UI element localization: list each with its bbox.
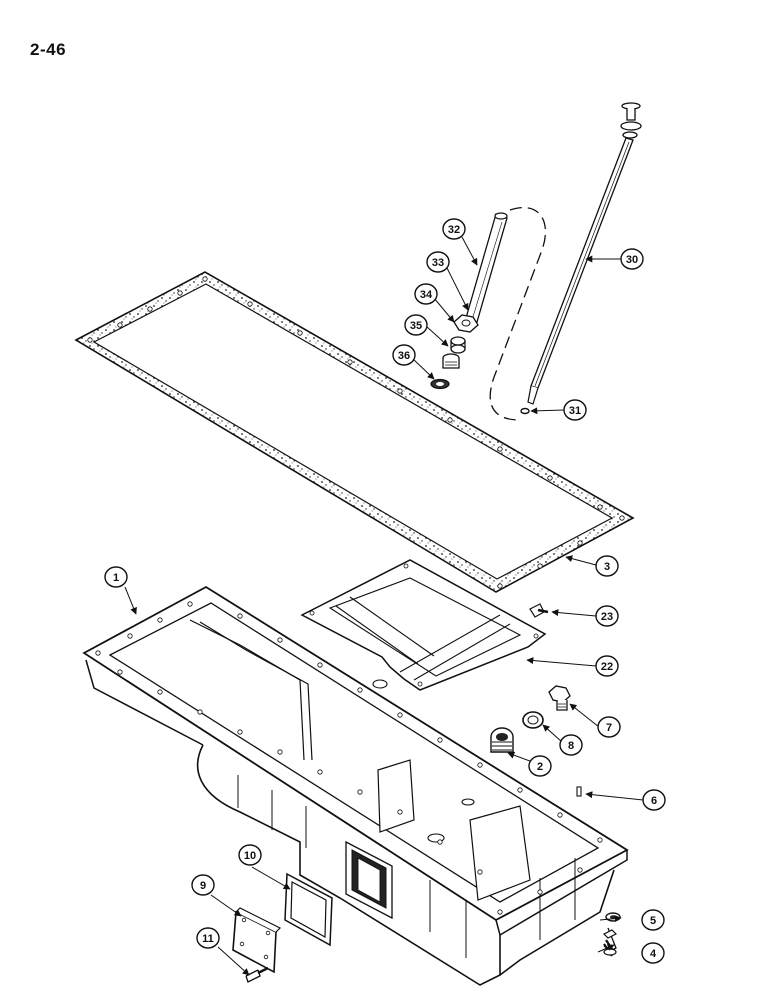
sealing-washer [522, 711, 544, 729]
callout-10: 10 [238, 844, 262, 866]
flange-bolt [602, 927, 618, 957]
dipstick-o-ring [520, 407, 530, 415]
dowel-pin [576, 786, 582, 797]
bolt-washer [605, 912, 621, 922]
callout-34-number: 34 [420, 289, 433, 301]
cover-gasket [284, 872, 333, 947]
callout-9: 9 [191, 874, 215, 896]
callout-30: 30 [620, 248, 644, 270]
callout-7-number: 7 [606, 722, 612, 734]
callout-3: 3 [595, 555, 619, 577]
cover-plate [232, 907, 282, 974]
callout-1-number: 1 [113, 572, 119, 584]
baffle-plate [300, 559, 547, 691]
callout-32: 32 [442, 218, 466, 240]
callout-31: 31 [563, 399, 587, 421]
threaded-plug [548, 685, 571, 711]
tube-seal-washer [430, 378, 450, 390]
callout-36-number: 36 [398, 350, 410, 362]
callout-8-number: 8 [568, 740, 574, 752]
callout-35: 35 [404, 314, 428, 336]
callout-33: 33 [426, 251, 450, 273]
baffle-bolt [529, 603, 549, 618]
callout-31-number: 31 [569, 405, 581, 417]
callout-36: 36 [392, 344, 416, 366]
callout-34: 34 [414, 283, 438, 305]
callout-30-number: 30 [626, 254, 638, 266]
callout-2-number: 2 [537, 761, 543, 773]
oil-pan-gasket [74, 271, 635, 593]
dipstick-assembly-bracket [489, 206, 547, 421]
callout-leaders [124, 236, 644, 976]
callout-5-number: 5 [650, 915, 656, 927]
callout-9-number: 9 [200, 880, 206, 892]
callout-35-number: 35 [410, 320, 422, 332]
tube-sleeve [450, 336, 466, 354]
callout-2: 2 [528, 755, 552, 777]
callout-22-number: 22 [601, 661, 613, 673]
callout-11: 11 [196, 927, 220, 949]
callout-7: 7 [597, 716, 621, 738]
drain-plug [490, 727, 514, 753]
callout-32-number: 32 [448, 224, 460, 236]
callout-33-number: 33 [432, 257, 444, 269]
tube-adapter [442, 353, 460, 369]
callout-4-number: 4 [650, 948, 657, 960]
callout-6-number: 6 [651, 795, 657, 807]
callout-6: 6 [642, 789, 666, 811]
callout-1: 1 [104, 566, 128, 588]
callout-5: 5 [641, 909, 665, 931]
callout-8: 8 [559, 734, 583, 756]
tube-nut [453, 314, 479, 333]
callout-4: 4 [641, 942, 665, 964]
oil-pan [82, 585, 629, 986]
callout-3-number: 3 [604, 561, 610, 573]
callout-23: 23 [595, 605, 619, 627]
callout-10-number: 10 [244, 850, 256, 862]
page-number: 2-46 [30, 40, 67, 59]
callout-23-number: 23 [601, 611, 613, 623]
callout-22: 22 [595, 655, 619, 677]
dipstick-tube [465, 212, 508, 323]
callout-11-number: 11 [202, 933, 214, 945]
dipstick [527, 102, 642, 405]
cover-screw [245, 966, 269, 983]
